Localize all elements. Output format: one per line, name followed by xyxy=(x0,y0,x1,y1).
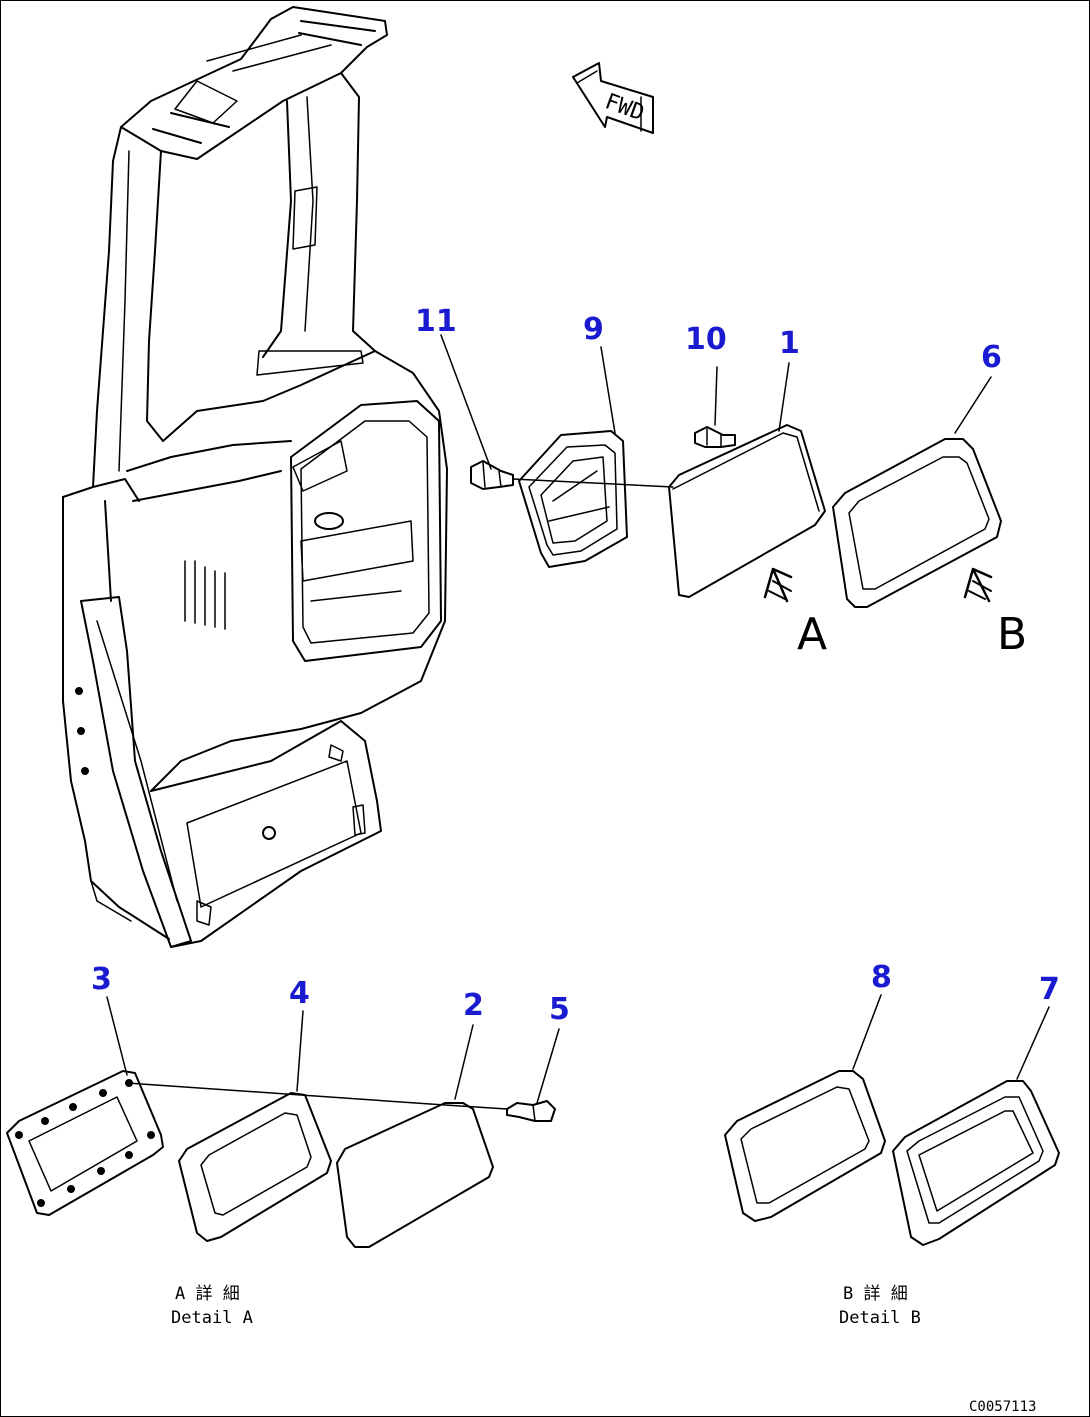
view-letter-a: A xyxy=(797,609,827,660)
callout-11: 11 xyxy=(415,304,457,339)
callout-2: 2 xyxy=(463,988,484,1023)
detail-a-glass-2 xyxy=(336,1102,494,1248)
detail-b-caption-en: Detail B xyxy=(839,1308,921,1328)
detail-b-seal-7 xyxy=(892,1080,1060,1246)
view-arrow-a-icon xyxy=(763,567,793,603)
leader-lines xyxy=(106,334,1050,1104)
detail-a-panel-3 xyxy=(6,1070,164,1216)
callout-10: 10 xyxy=(685,322,727,357)
bolt-part-11 xyxy=(470,460,514,490)
forward-label: FWD xyxy=(602,89,648,126)
detail-b-caption-jp: B 詳 細 xyxy=(843,1284,908,1304)
callout-1: 1 xyxy=(779,326,800,361)
detail-a-caption-jp: A 詳 細 xyxy=(175,1284,240,1304)
callout-6: 6 xyxy=(981,340,1002,375)
detail-a-caption-en: Detail A xyxy=(171,1308,253,1328)
seal-part-6 xyxy=(832,438,1002,608)
glass-part-1 xyxy=(668,424,826,598)
callout-9: 9 xyxy=(583,312,604,347)
detail-a-frame-4 xyxy=(178,1092,332,1242)
drawing-code: C0057113 xyxy=(969,1399,1036,1415)
callout-3: 3 xyxy=(91,962,112,997)
detail-a-bolt-5 xyxy=(506,1100,556,1122)
callout-7: 7 xyxy=(1039,972,1060,1007)
callout-8: 8 xyxy=(871,960,892,995)
view-letter-b: B xyxy=(997,609,1027,660)
cab-frame xyxy=(62,6,448,948)
view-arrow-b-icon xyxy=(963,567,993,603)
callout-5: 5 xyxy=(549,992,570,1027)
bolt-part-10 xyxy=(694,426,736,448)
callout-4: 4 xyxy=(289,976,310,1011)
detail-b-seal-8 xyxy=(724,1070,886,1222)
frame-part-9 xyxy=(518,430,628,568)
forward-arrow-icon xyxy=(572,62,654,134)
